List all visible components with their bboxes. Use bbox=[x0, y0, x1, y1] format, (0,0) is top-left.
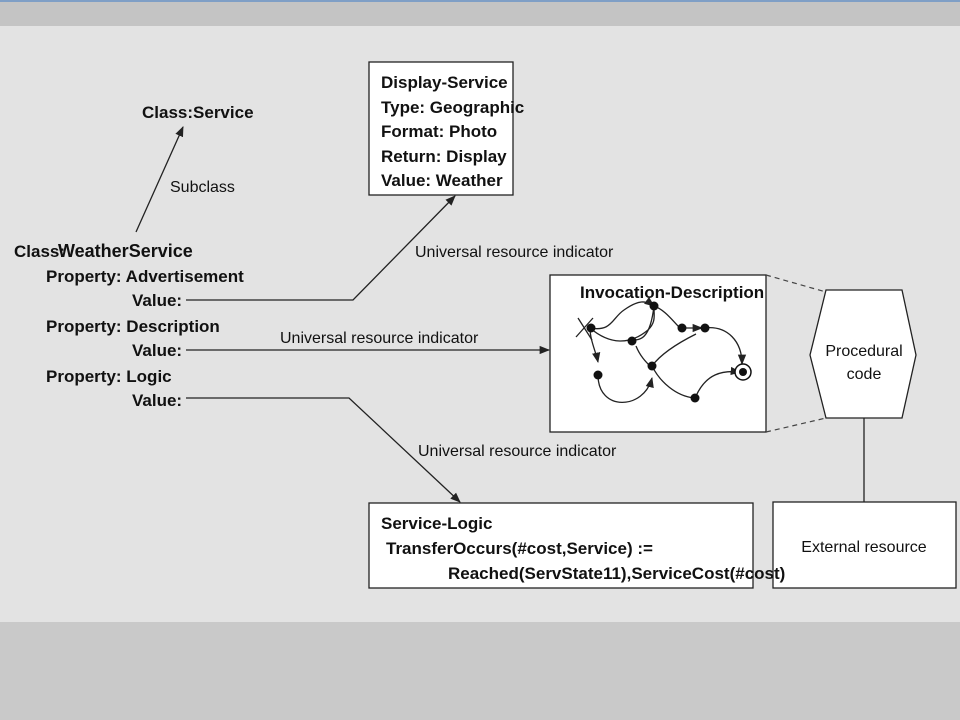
state-node bbox=[627, 336, 637, 346]
class-service-label: Class:Service bbox=[142, 103, 254, 122]
graph-edge bbox=[589, 297, 655, 330]
service-logic-box bbox=[368, 502, 754, 589]
subclass-arrow bbox=[135, 126, 184, 233]
uri-label-logic: Universal resource indicator bbox=[418, 443, 617, 460]
state-node bbox=[586, 323, 596, 333]
service-logic-body: Reached(ServState11),ServiceCost(#cost) bbox=[448, 564, 785, 583]
graph-edge bbox=[703, 327, 747, 366]
external-resource-label: External resource bbox=[801, 539, 926, 556]
top-strip bbox=[0, 0, 960, 28]
service-logic-rule: TransferOccurs(#cost,Service) := bbox=[386, 539, 653, 558]
property-advertisement: Property: Advertisement bbox=[46, 267, 244, 286]
value-logic: Value: bbox=[132, 391, 182, 410]
display-service-format: Format: Photo bbox=[381, 122, 497, 141]
uri-arrow-advertisement bbox=[186, 195, 456, 301]
start-cross-stroke bbox=[575, 317, 594, 338]
procedural-code-line2: code bbox=[847, 366, 882, 383]
state-node bbox=[700, 323, 710, 333]
display-service-return: Return: Display bbox=[381, 147, 507, 166]
display-service-type: Type: Geographic bbox=[381, 98, 524, 117]
display-service-box bbox=[368, 61, 514, 196]
display-service-title: Display-Service bbox=[381, 73, 508, 92]
procedural-code-line1: Procedural bbox=[825, 343, 902, 360]
value-description: Value: bbox=[132, 341, 182, 360]
class-prefix: Class: bbox=[14, 242, 65, 261]
invocation-description-box bbox=[549, 274, 767, 433]
procedural-code-hexagon bbox=[809, 289, 917, 419]
invocation-description-title: Invocation-Description bbox=[580, 283, 764, 302]
final-state-node bbox=[739, 368, 747, 376]
state-node bbox=[677, 323, 687, 333]
subclass-label: Subclass bbox=[170, 179, 235, 196]
dashed-connector-top bbox=[765, 274, 827, 293]
graph-edge bbox=[597, 374, 654, 403]
display-service-value: Value: Weather bbox=[381, 171, 503, 190]
uri-label-description: Universal resource indicator bbox=[280, 330, 479, 347]
state-node bbox=[649, 301, 659, 311]
uri-label-advertisement: Universal resource indicator bbox=[415, 244, 614, 261]
state-node bbox=[690, 393, 700, 403]
service-logic-title: Service-Logic bbox=[381, 514, 493, 533]
graph-edge bbox=[651, 365, 695, 399]
uri-arrow-logic bbox=[186, 397, 461, 503]
value-advertisement: Value: bbox=[132, 291, 182, 310]
bottom-strip bbox=[0, 622, 960, 720]
property-description: Property: Description bbox=[46, 317, 220, 336]
start-cross-stroke bbox=[577, 317, 593, 341]
state-node bbox=[593, 370, 603, 380]
state-node bbox=[647, 361, 657, 371]
property-logic: Property: Logic bbox=[46, 367, 172, 386]
external-resource-box bbox=[772, 501, 957, 589]
class-name-weatherservice: WeatherService bbox=[58, 241, 193, 261]
invocation-state-graph bbox=[575, 297, 752, 403]
dashed-connector-bottom bbox=[765, 417, 827, 433]
